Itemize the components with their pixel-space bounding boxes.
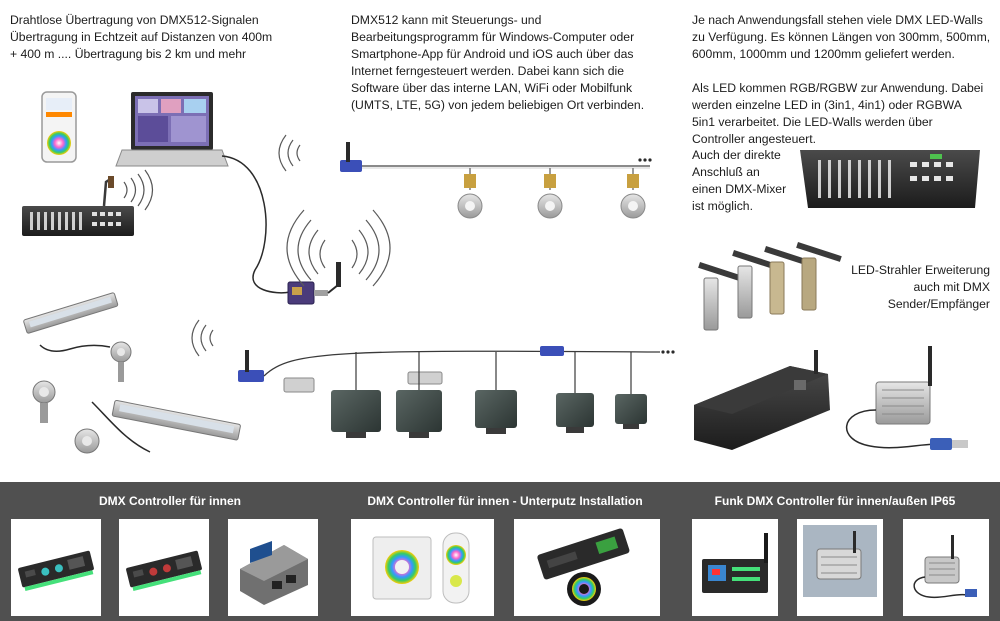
smartphone-app	[41, 91, 77, 163]
category-title: DMX Controller für innen - Unterputz Ins…	[367, 494, 643, 508]
text-line: Auch der direkte	[692, 148, 781, 162]
text-line: 600mm, 1000mm und 1200mm geliefert werde…	[692, 47, 955, 61]
dmx-module-inline	[540, 346, 564, 356]
ip65-receiver	[845, 346, 968, 450]
xlr-wireless-adapters	[698, 241, 842, 331]
text-line: Smartphone-App für Android und iOS auch …	[351, 47, 634, 61]
product-tile-funk-receiver-ip65[interactable]	[903, 519, 989, 616]
text-line: Je nach Anwendungsfall stehen viele DMX …	[692, 13, 983, 27]
led-spot-row-top	[457, 158, 652, 219]
text-line: LED-Strahler Erweiterung	[851, 263, 990, 277]
text-line: Übertragung in Echtzeit auf Distanzen vo…	[10, 30, 273, 44]
text-line: (UMTS, LTE, 5G) von jedem beliebigen Ort…	[351, 98, 645, 112]
laptop-software	[115, 92, 229, 167]
text-line: zu Verfügung. Es können Längen von 300mm…	[692, 30, 991, 44]
radio-waves-icon	[286, 209, 391, 287]
text-line: 5in1 verarbeitet. Die LED-Walls werden ü…	[692, 115, 933, 129]
product-tile-dmx-controller-box-1[interactable]	[11, 519, 101, 616]
product-tile-wall-rgb-panel-remote[interactable]	[351, 519, 494, 616]
text-line: ist möglich.	[692, 199, 753, 213]
text-led-spot-extension: LED-Strahler Erweiterung auch mit DMX Se…	[845, 262, 990, 313]
radio-waves-icon	[123, 169, 154, 211]
product-tile-dmx-controller-display[interactable]	[228, 519, 318, 616]
led-flood-panel-row	[331, 352, 647, 438]
dmx-mixer	[800, 150, 980, 208]
text-line: Internet ferngesteuert werden. Dabei kan…	[351, 64, 625, 78]
text-line: Anschluß an	[692, 165, 760, 179]
led-wall-bars-left	[23, 292, 241, 454]
text-line: Controller angesteuert.	[692, 132, 816, 146]
dmx-receiver-bottom	[238, 350, 315, 393]
product-tile-rgb-controller-remote[interactable]	[514, 519, 660, 616]
text-line: werden einzelne LED in (3in1, 4in1) oder…	[692, 98, 962, 112]
radio-waves-icon	[191, 319, 214, 357]
text-led-walls: Je nach Anwendungsfall stehen viele DMX …	[692, 12, 992, 148]
dmx-power-box	[694, 350, 830, 450]
product-tile-funk-controller-display[interactable]	[692, 519, 778, 616]
text-line: Software über das interne LAN, WiFi oder…	[351, 81, 633, 95]
text-wireless-transmission: Drahtlose Übertragung von DMX512-Signale…	[10, 12, 310, 63]
dmx-receiver-top	[340, 142, 362, 172]
text-line: auch mit DMX	[913, 280, 990, 294]
text-line: einen DMX-Mixer	[692, 182, 787, 196]
text-line: Bearbeitungsprogramm für Windows-Compute…	[351, 30, 635, 44]
dmx-desk-controller-left	[22, 176, 134, 236]
product-category-bar: DMX Controller für innen DMX Controller …	[0, 482, 1000, 621]
text-line: Drahtlose Übertragung von DMX512-Signale…	[10, 13, 259, 27]
text-dmx-mixer: Auch der direkte Anschluß an einen DMX-M…	[692, 147, 797, 215]
product-tile-dmx-controller-box-2[interactable]	[119, 519, 209, 616]
category-title: Funk DMX Controller für innen/außen IP65	[714, 494, 956, 508]
dmx-system-diagram	[22, 91, 980, 454]
text-software-control: DMX512 kann mit Steuerungs- und Bearbeit…	[351, 12, 661, 114]
text-line: + 400 m .... Übertragung bis 2 km und me…	[10, 47, 247, 61]
text-line: Als LED kommen RGB/RGBW zur Anwendung. D…	[692, 81, 984, 95]
radio-waves-icon	[278, 134, 301, 172]
category-title: DMX Controller für innen	[99, 494, 241, 508]
text-line: Sender/Empfänger	[887, 297, 990, 311]
dmx-transmitter	[287, 262, 341, 305]
product-tile-funk-receiver-box[interactable]	[797, 519, 883, 616]
text-line: DMX512 kann mit Steuerungs- und	[351, 13, 542, 27]
